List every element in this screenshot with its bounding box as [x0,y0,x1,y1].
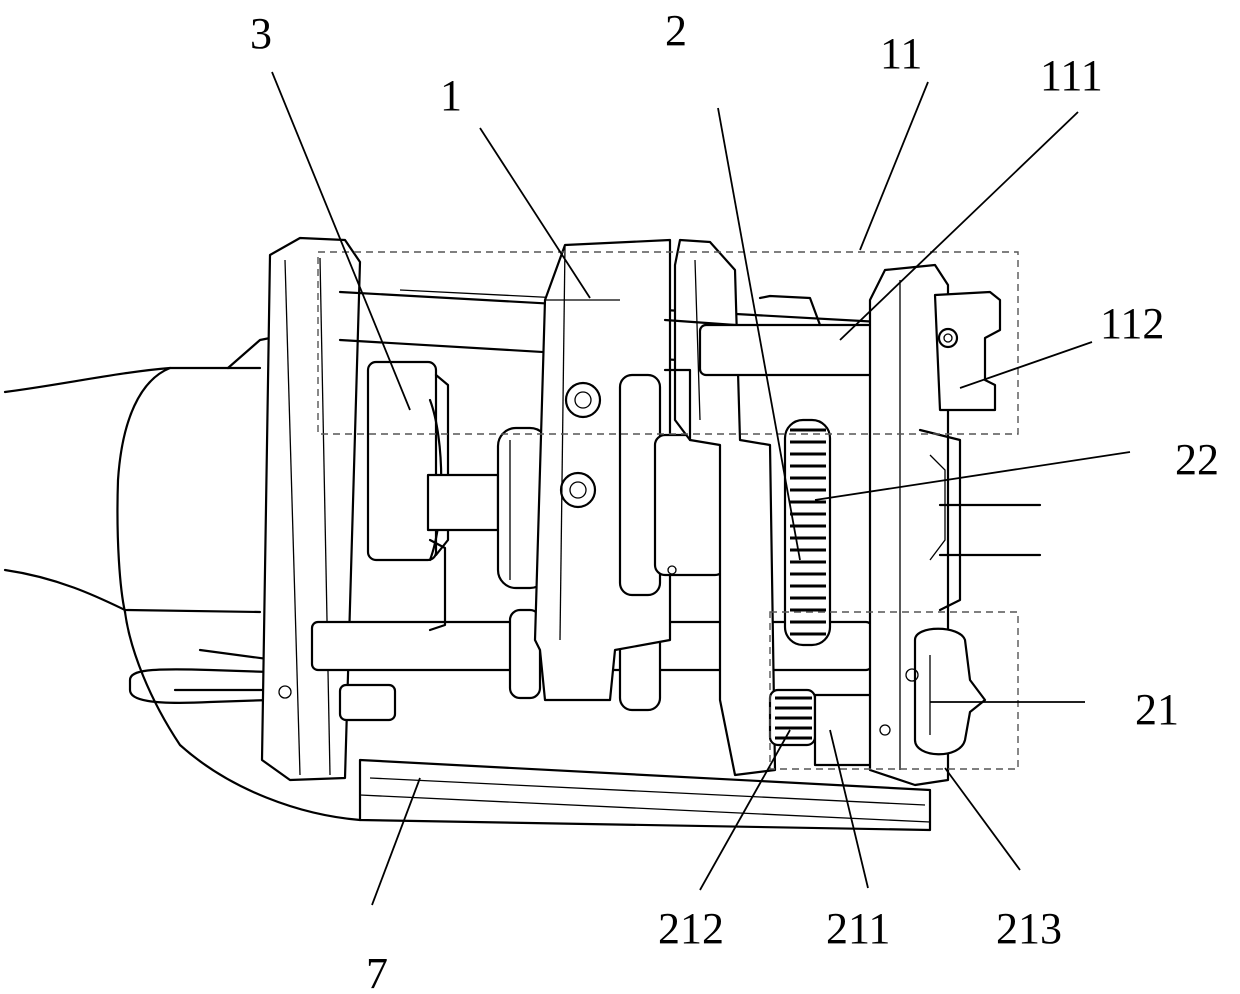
base-plate [360,760,930,830]
label-211: 211 [826,904,890,953]
label-7: 7 [366,949,388,994]
label-212: 212 [658,904,724,953]
gear-212 [770,690,815,745]
label-112: 112 [1100,299,1164,348]
bracket-112 [935,292,1000,410]
label-2: 2 [665,6,687,55]
label-11: 11 [880,29,922,78]
label-213: 213 [996,904,1062,953]
label-21: 21 [1135,685,1179,734]
knob-21 [906,629,985,755]
gear-22 [785,420,830,645]
component-3 [368,362,548,630]
label-111: 111 [1040,51,1103,100]
part-7-details [340,685,395,720]
label-22: 22 [1175,435,1219,484]
label-1: 1 [440,71,462,120]
label-3: 3 [250,9,272,58]
